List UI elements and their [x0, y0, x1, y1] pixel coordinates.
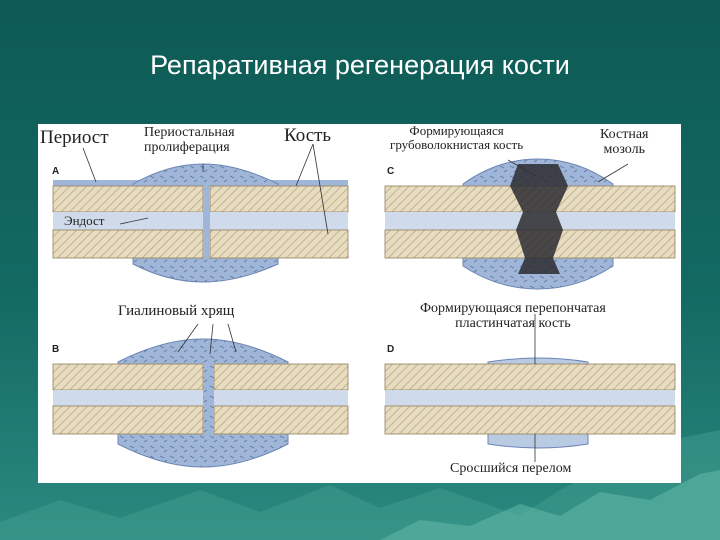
panel-b-bone-upper-right [213, 363, 349, 391]
figure-drawing [52, 143, 676, 468]
panel-c-letter: C [387, 166, 395, 177]
panel-b-pointer-2 [209, 323, 214, 355]
panel-c [384, 158, 676, 290]
panel-b-fracture-gap [203, 364, 214, 434]
label-forming-lamellar-bone: Формирующаяся перепончатая пластинчатая … [420, 301, 606, 331]
panel-a-bone-lower-left [52, 229, 204, 259]
panel-b-pointer-3 [227, 323, 237, 353]
panel-b-gap [53, 390, 348, 406]
panel-a-pointer-periost [82, 147, 97, 183]
panel-b-bone-lower-right [213, 405, 349, 435]
bone-regeneration-figure: A B C D Периост Периостальная пролиферац… [38, 124, 681, 483]
label-bone: Кость [284, 125, 332, 146]
panel-b-pointer-1 [177, 323, 199, 353]
label-periosteum: Периост [40, 127, 109, 148]
panel-d-gap [385, 390, 675, 406]
label-periosteal-proliferation: Периостальная пролиферация [144, 125, 235, 155]
slide-title: Репаративная регенерация кости [150, 50, 570, 80]
label-forming-coarse-fibrous-bone: Формирующаяся грубоволокнистая кость [390, 123, 524, 152]
panel-b-letter: B [52, 344, 60, 355]
label-endosteum: Эндост [64, 213, 105, 228]
panel-a-pointer-bone-1 [295, 143, 314, 187]
panel-a-fracture-gap [203, 186, 210, 258]
panel-a-endosteum-gap [53, 212, 348, 230]
panel-c-pointer-callus [597, 163, 629, 183]
panel-d-letter: D [387, 344, 395, 355]
background-mountains [0, 430, 720, 540]
panel-a-pointer-endost [119, 217, 149, 225]
label-bone-callus: Костная мозоль [600, 127, 649, 157]
label-healed-fracture: Сросшийся перелом [450, 461, 572, 476]
panel-a-bone-lower-right [209, 229, 349, 259]
panel-a-bone-upper-left [52, 185, 204, 213]
label-hyaline-cartilage: Гиалиновый хрящ [118, 303, 235, 319]
panel-d-bone-upper [384, 363, 676, 391]
panel-b-bone-lower-left [52, 405, 204, 435]
panel-d-bone-lower [384, 405, 676, 435]
panel-c-dark-woven-bone [510, 164, 568, 274]
panel-a [52, 143, 349, 283]
panel-a-pointer-bone-2 [312, 143, 329, 235]
panel-c-pointer-woven [507, 159, 537, 177]
panel-b [52, 323, 349, 468]
panel-a-bone-upper-right [209, 185, 349, 213]
panel-b-bone-upper-left [52, 363, 204, 391]
panel-d [384, 314, 676, 462]
panel-a-letter: A [52, 166, 60, 177]
